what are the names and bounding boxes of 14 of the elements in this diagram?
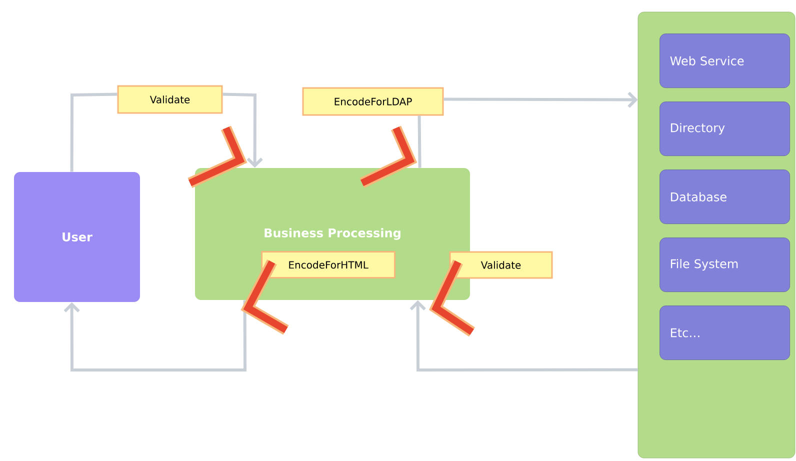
arrow (444, 92, 638, 108)
tag-box: Validate (117, 85, 223, 114)
arrow (410, 300, 638, 372)
arrow (222, 92, 263, 168)
tag-box: Validate (449, 251, 553, 279)
service-box: Web Service (660, 34, 790, 88)
service-box: Etc… (660, 306, 790, 360)
service-box: Database (660, 170, 790, 224)
actor-box: User (14, 172, 140, 302)
tag-box: EncodeForLDAP (302, 87, 444, 116)
tag-box: EncodeForHTML (261, 251, 396, 279)
arrow (64, 300, 246, 372)
service-box: Directory (660, 102, 790, 156)
service-box: File System (660, 238, 790, 292)
